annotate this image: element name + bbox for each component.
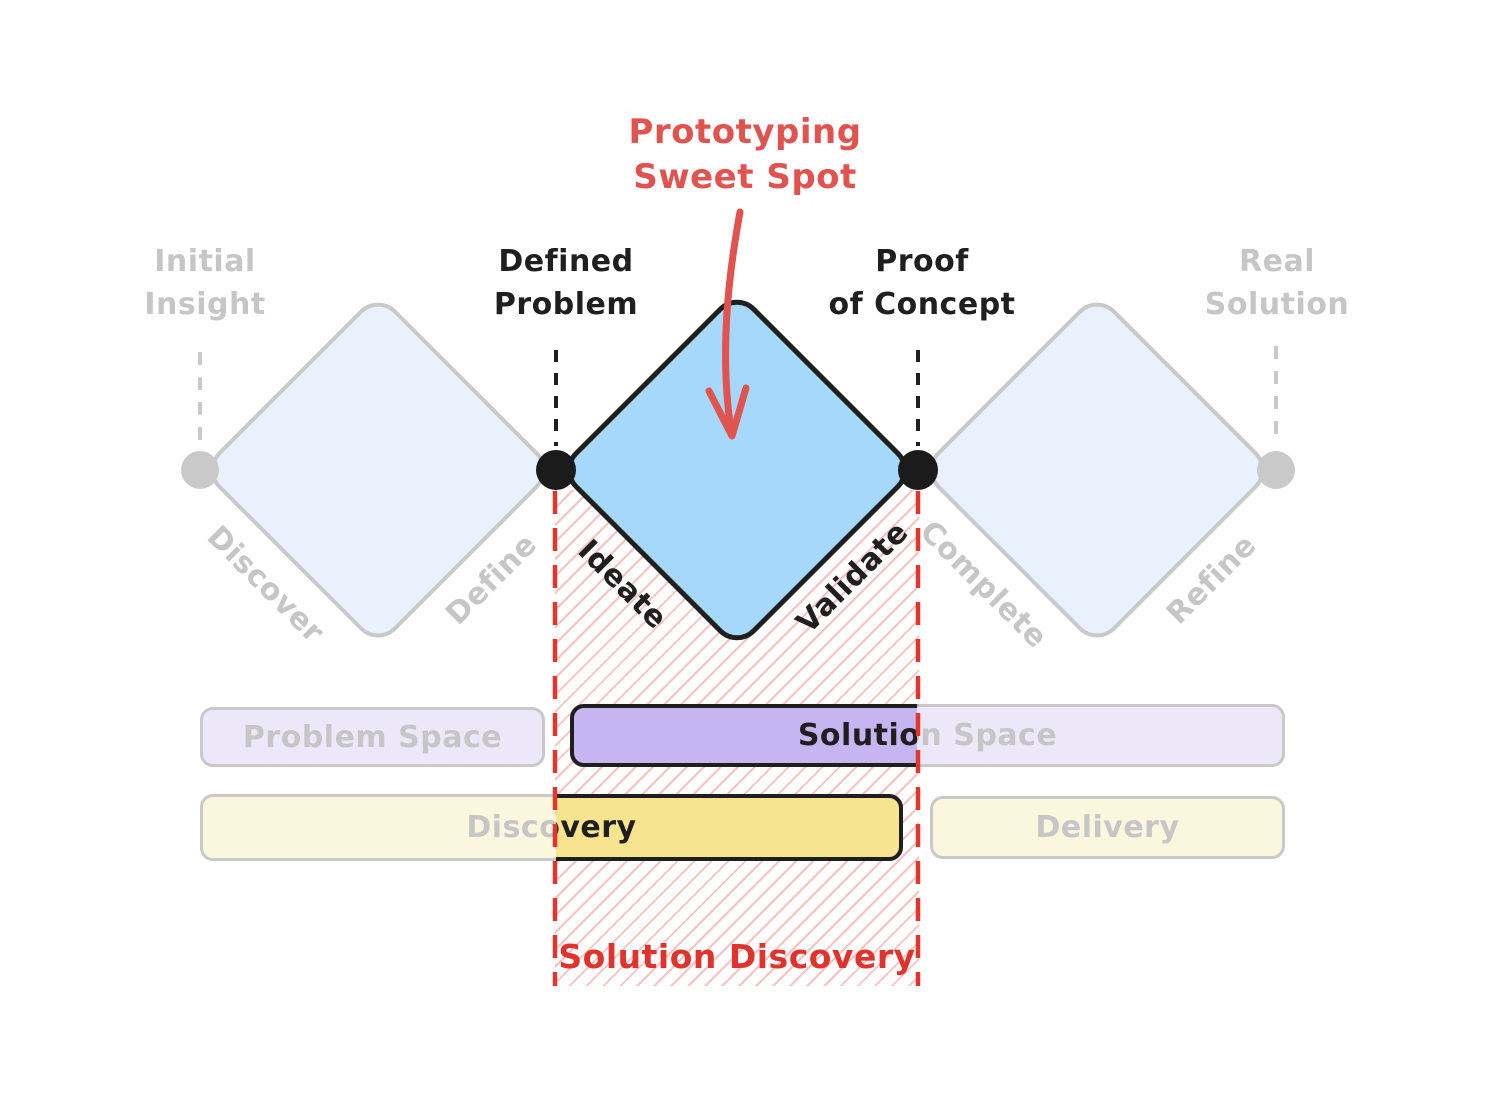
label-defined-problem-line2: Problem	[493, 287, 639, 322]
overlay-solution-space-bar: Solution Space	[570, 704, 917, 767]
label-initial-insight: Initial Insight	[105, 240, 305, 326]
label-prototyping-sweet-spot: Prototyping Sweet Spot	[592, 110, 898, 200]
bar-problem-space: Problem Space	[200, 707, 545, 767]
label-proof-of-concept: Proof of Concept	[792, 240, 1052, 326]
overlay-discovery-highlight: Discovery	[556, 794, 903, 861]
label-initial-insight-line1: Initial	[154, 244, 256, 279]
overlay-discovery-bar: Discovery	[556, 794, 903, 861]
overlay-solution-space-highlight: Solution Space	[570, 704, 917, 767]
label-real-solution-line2: Solution	[1204, 287, 1350, 322]
bar-delivery-label: Delivery	[1035, 810, 1180, 845]
label-initial-insight-line2: Insight	[144, 287, 266, 322]
label-proof-of-concept-line2: of Concept	[828, 287, 1016, 322]
label-prototyping-sweet-spot-line1: Prototyping	[628, 112, 862, 152]
label-defined-problem: Defined Problem	[466, 240, 666, 326]
label-prototyping-sweet-spot-line2: Sweet Spot	[633, 157, 857, 197]
label-real-solution: Real Solution	[1177, 240, 1377, 326]
bar-problem-space-label: Problem Space	[242, 719, 503, 755]
label-defined-problem-line1: Defined	[498, 244, 634, 279]
label-real-solution-line1: Real	[1239, 244, 1315, 279]
overlay-solution-space-label: Solution Space	[797, 718, 917, 753]
label-solution-discovery: Solution Discovery	[558, 937, 916, 976]
overlay-discovery-label: Discovery	[556, 810, 637, 845]
label-proof-of-concept-line1: Proof	[875, 244, 969, 279]
bar-delivery: Delivery	[930, 796, 1285, 859]
